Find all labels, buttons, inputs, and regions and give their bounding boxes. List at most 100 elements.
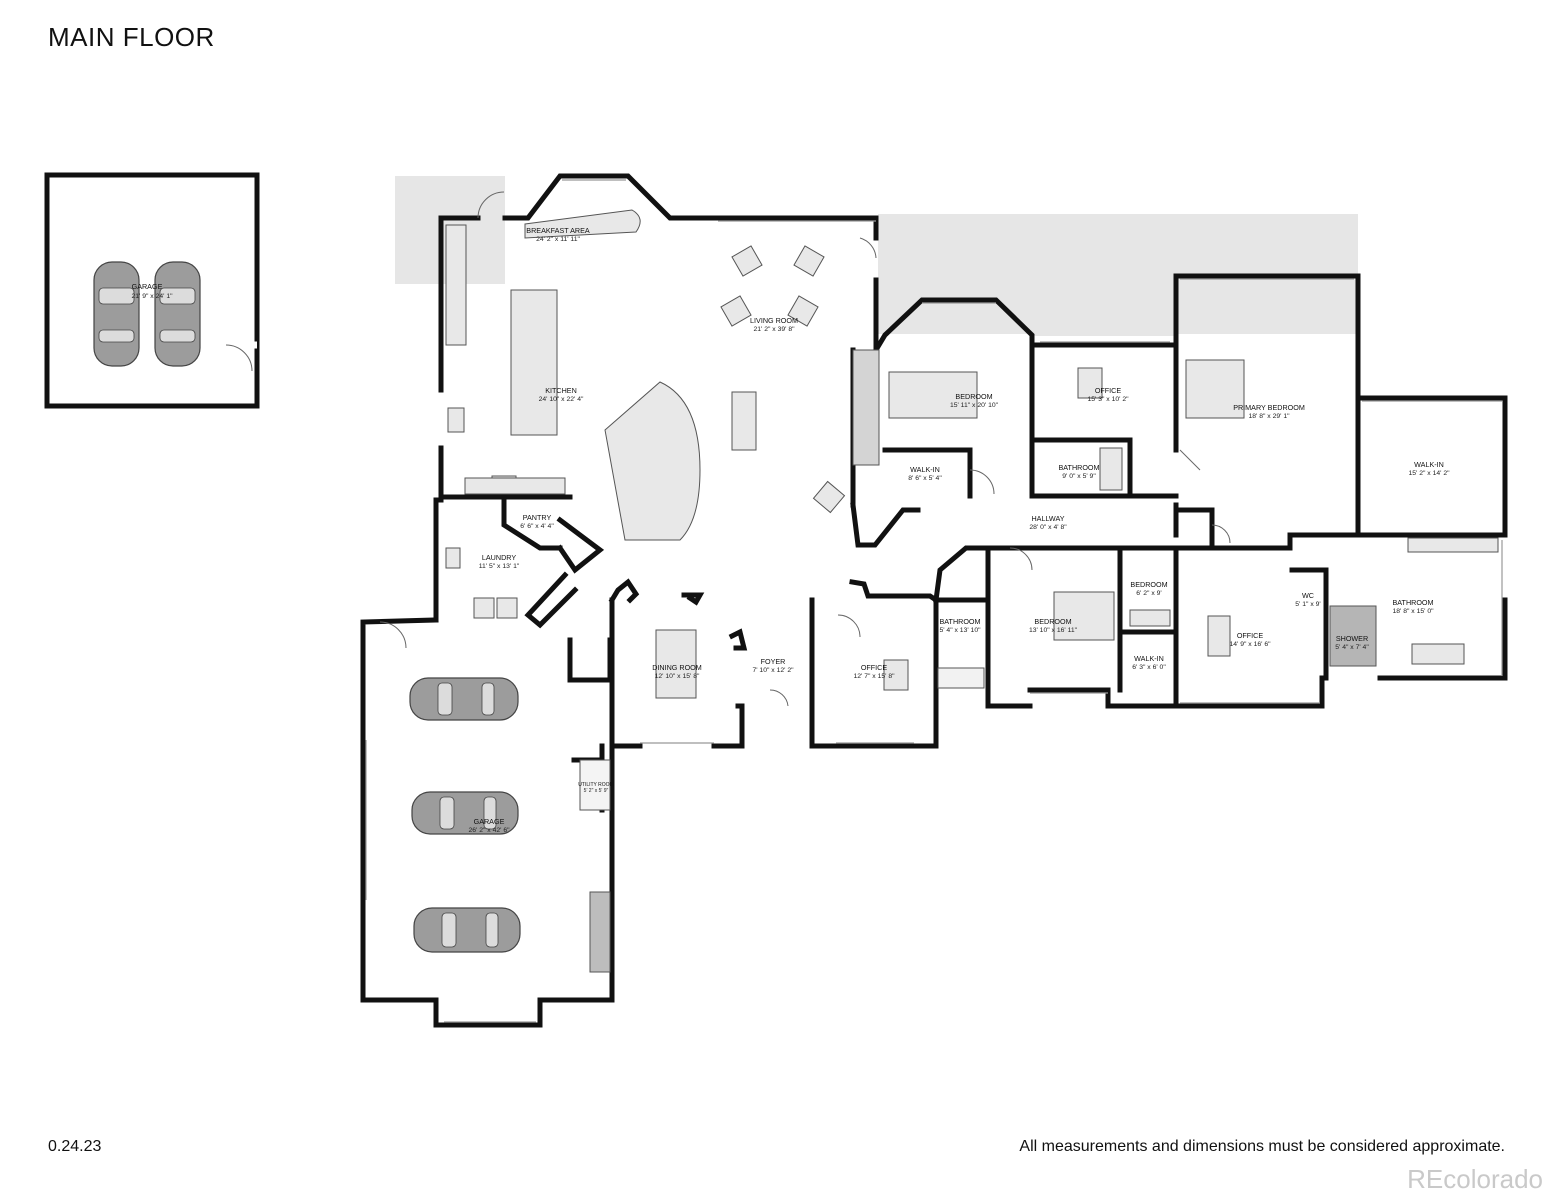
- car-icon: [409, 677, 519, 721]
- vanity: [1407, 537, 1499, 553]
- room-name-wc: WC: [1302, 591, 1314, 600]
- room-dim-breakfast: 24' 2" x 11' 11": [536, 236, 580, 243]
- room-dim-bath2: 5' 4" x 13' 10": [939, 627, 981, 634]
- laundry-sink: [445, 547, 461, 569]
- shower: [1329, 605, 1377, 667]
- room-name-primary: PRIMARY BEDROOM: [1233, 403, 1305, 412]
- room-dim-foyer: 7' 10" x 12' 2": [752, 667, 794, 674]
- room-dim-primary: 18' 8" x 29' 1": [1248, 413, 1290, 420]
- room-dim-walkin1: 8' 6" x 5' 4": [908, 475, 942, 482]
- bathtub: [1411, 643, 1465, 665]
- room-name-office3: OFFICE: [861, 663, 888, 672]
- fireplace: [852, 349, 880, 466]
- kitchen-island: [510, 289, 558, 436]
- room-name-walkin-primary: WALK-IN: [1414, 460, 1444, 469]
- kitchen-counter-west: [445, 224, 467, 346]
- shower: [937, 667, 985, 689]
- bed: [888, 371, 978, 419]
- car-icon: [413, 907, 521, 953]
- room-name-hallway: HALLWAY: [1031, 514, 1064, 523]
- room-name-breakfast: BREAKFAST AREA: [526, 226, 590, 235]
- room-dim-office1: 15' 3" x 10' 2": [1087, 396, 1129, 403]
- plan-code: 0.24.23: [48, 1138, 102, 1155]
- armchair: [812, 480, 846, 514]
- room-dim-shower: 5' 4" x 7' 4": [1335, 644, 1369, 651]
- room-name-living: LIVING ROOM: [750, 316, 798, 325]
- room-name-garage-main: GARAGE: [474, 817, 505, 826]
- room-name-bath1: BATHROOM: [1059, 463, 1100, 472]
- garage-shelving: [589, 891, 611, 973]
- spiral-staircase: [604, 381, 701, 541]
- room-name-bedroom2: BEDROOM: [1034, 617, 1071, 626]
- room-name-walkin1: WALK-IN: [910, 465, 940, 474]
- floor-title: MAIN FLOOR: [48, 22, 215, 52]
- detached-garage-walls: [44, 172, 260, 409]
- room-dim-bath1: 9' 0" x 5' 9": [1062, 473, 1096, 480]
- room-name-office2: OFFICE: [1237, 631, 1264, 640]
- room-name-garage-detached: GARAGE: [132, 282, 163, 291]
- armchair: [720, 295, 752, 327]
- bed: [1053, 591, 1115, 641]
- watermark-logo: REcolorado: [1407, 1164, 1543, 1194]
- car-icon: [411, 791, 519, 835]
- room-dim-bedroom-small: 6' 2" x 9': [1136, 590, 1161, 597]
- main-house-walls: [360, 173, 1508, 1028]
- kitchen-counter-south: [464, 477, 566, 495]
- room-labels: GARAGE 21' 9" x 24' 1" BREAKFAST AREA 24…: [131, 226, 1450, 834]
- armchair: [793, 245, 825, 277]
- room-dim-garage-main: 26' 2" x 42' 6": [468, 827, 510, 834]
- room-dim-office2: 14' 9" x 16' 6": [1229, 641, 1271, 648]
- bathtub: [1129, 609, 1171, 627]
- room-dim-hallway: 28' 0" x 4' 8": [1029, 524, 1067, 531]
- room-name-bedroom1: BEDROOM: [955, 392, 992, 401]
- room-name-walkin2: WALK-IN: [1134, 654, 1164, 663]
- armchair: [731, 245, 763, 277]
- room-name-bath2: BATHROOM: [940, 617, 981, 626]
- window-lines: [365, 179, 1503, 1023]
- room-name-bedroom-small: BEDROOM: [1130, 580, 1167, 589]
- washer: [473, 597, 495, 619]
- room-name-laundry: LAUNDRY: [482, 553, 516, 562]
- room-dim-living: 21' 2" x 39' 8": [753, 326, 795, 333]
- bed: [1185, 359, 1245, 419]
- armchair: [787, 295, 819, 327]
- room-dim-utility: 5' 2" x 5' 9": [584, 788, 609, 794]
- room-dim-dining: 12' 10" x 15' 8": [655, 673, 700, 680]
- room-name-pantry: PANTRY: [523, 513, 552, 522]
- dining-table: [655, 629, 697, 699]
- desk: [883, 659, 909, 691]
- room-name-foyer: FOYER: [761, 657, 786, 666]
- car-icon: [154, 261, 201, 367]
- room-dim-laundry: 11' 5" x 13' 1": [479, 563, 520, 570]
- room-dim-kitchen: 24' 10" x 22' 4": [539, 396, 584, 403]
- disclaimer-text: All measurements and dimensions must be …: [1019, 1138, 1505, 1155]
- door-swings: [379, 191, 1231, 707]
- kitchen-sink: [447, 407, 465, 433]
- room-name-shower: SHOWER: [1336, 634, 1368, 643]
- room-name-office1: OFFICE: [1095, 386, 1122, 395]
- room-dim-bedroom1: 15' 11" x 20' 10": [950, 402, 999, 409]
- breakfast-counter: [524, 209, 641, 239]
- room-name-kitchen: KITCHEN: [545, 386, 577, 395]
- room-dim-walkin-primary: 15' 2" x 14' 2": [1408, 470, 1450, 477]
- bathtub: [1099, 447, 1123, 491]
- dryer: [496, 597, 518, 619]
- utility-room-box: [579, 759, 611, 811]
- desk: [1207, 615, 1231, 657]
- room-dim-pantry: 6' 6" x 4' 4": [520, 523, 554, 530]
- room-name-utility: UTILITY ROOM: [578, 782, 613, 788]
- sofa: [731, 391, 757, 451]
- room-dim-bedroom2: 13' 10" x 16' 11": [1029, 627, 1078, 634]
- desk: [1077, 367, 1103, 399]
- room-dim-garage-detached: 21' 9" x 24' 1": [131, 293, 173, 300]
- room-dim-wc: 5' 1" x 9': [1295, 601, 1320, 608]
- room-name-dining: DINING ROOM: [652, 663, 702, 672]
- patio-east-step: [878, 214, 1358, 336]
- car-icon: [93, 261, 140, 367]
- room-dim-walkin2: 6' 3" x 6' 0": [1132, 664, 1166, 671]
- room-dim-bath-primary: 18' 8" x 15' 0": [1392, 608, 1434, 615]
- room-name-bath-primary: BATHROOM: [1393, 598, 1434, 607]
- room-dim-office3: 12' 7" x 15' 8": [853, 673, 895, 680]
